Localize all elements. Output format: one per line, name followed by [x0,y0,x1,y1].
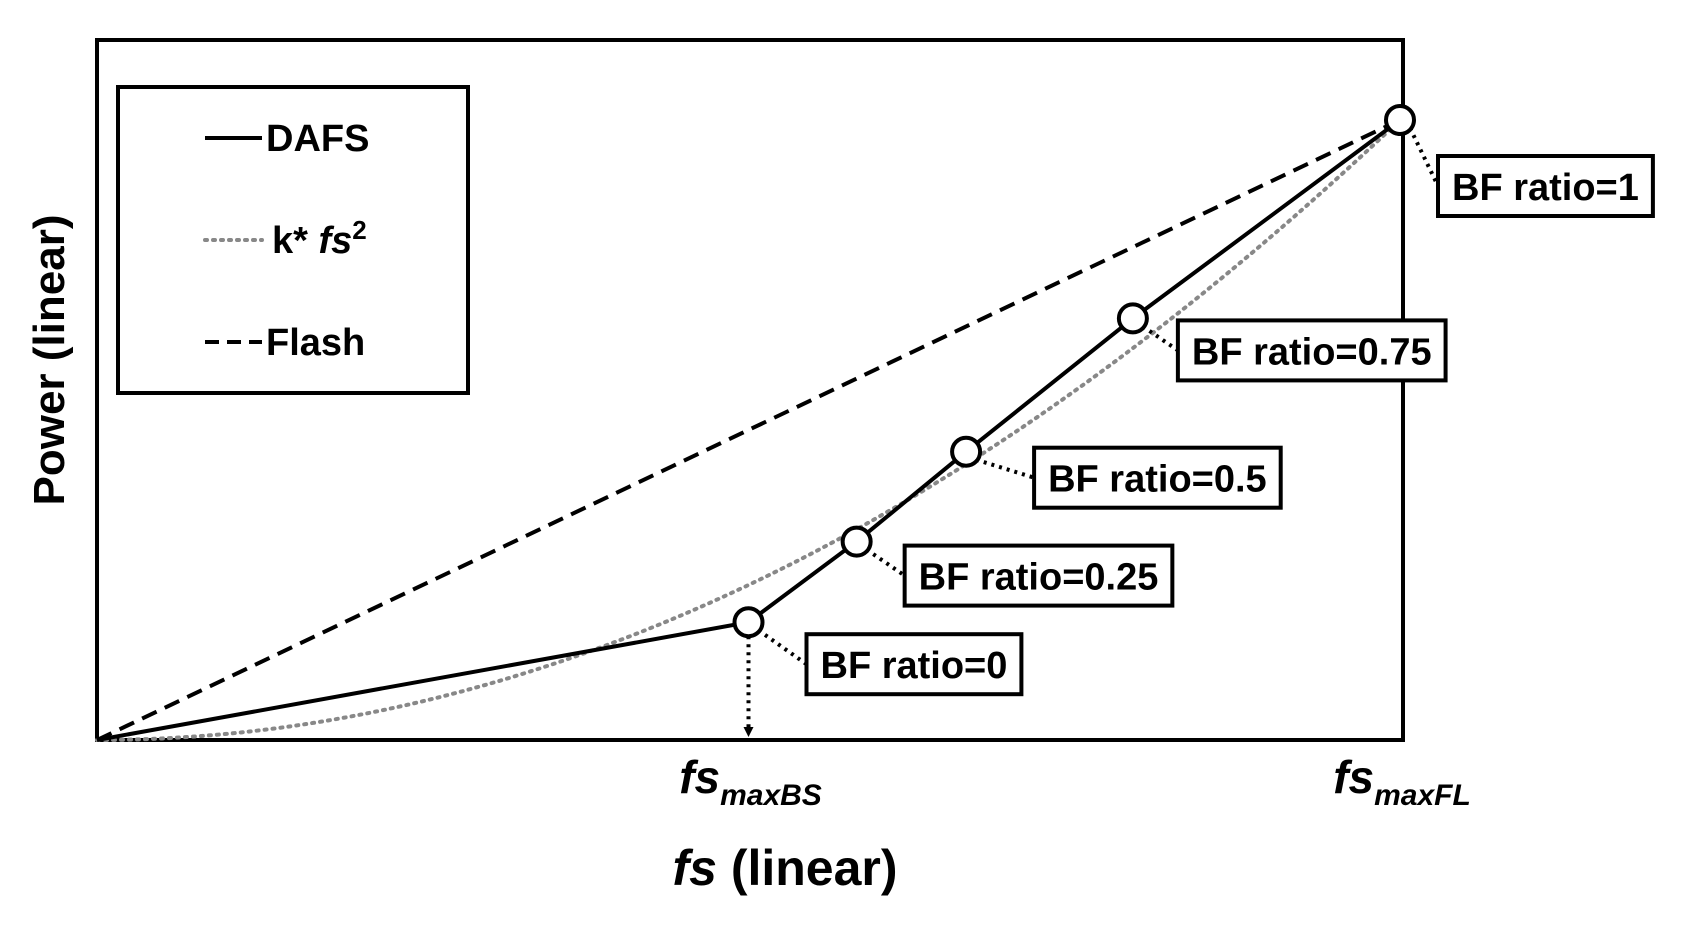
data-marker [840,525,873,558]
x-tick-label-maxfl: fsmaxFL [1333,751,1471,812]
annotation-label: BF ratio=1 [1452,167,1639,209]
legend-label-kfs2-prefix: k* [272,220,318,262]
annotation-box [1175,318,1448,383]
series-line-k-fs2 [95,118,1402,742]
marker-layer [732,104,1416,639]
annotation-bf-ratio-0-25: BF ratio=0.25 [902,543,1175,608]
x-tick-sub: maxFL [1374,779,1471,812]
data-marker [1384,104,1416,136]
annotation-bf-ratio-0-5: BF ratio=0.5 [1032,445,1283,510]
legend-frame [116,85,470,395]
annotation-box [1436,154,1655,218]
x-tick-label-maxbs: fsmaxBS [679,751,822,812]
annotation-bf-ratio-1: BF ratio=1 [1436,154,1655,218]
annotation-box [902,543,1175,608]
annotation-box [1032,445,1283,510]
annotation-leader [865,547,906,578]
legend-label-kfs2-sup: 2 [352,215,366,245]
annotation-leader [975,457,1035,480]
annotation-bf-ratio-0-75: BF ratio=0.75 [1175,318,1448,383]
x-axis-label-rest: (linear) [717,840,898,896]
x-tick-main: fs [1333,751,1374,803]
annotation-box [804,632,1024,697]
series-layer [95,118,1402,742]
legend-label-kfs2: k* fs2 [272,215,367,262]
annotation-leader [757,628,808,666]
data-marker [732,606,765,639]
annotation-label: BF ratio=0.25 [919,557,1159,599]
x-axis-label-italic: fs [672,840,716,896]
annotation-label: BF ratio=0.75 [1192,331,1432,373]
data-marker [1116,302,1149,335]
x-axis-label: fs (linear) [672,840,897,896]
x-tick-main: fs [679,751,720,803]
x-tick-sub: maxBS [720,779,822,812]
annotation-leader [1408,127,1440,187]
annotation-label: BF ratio=0.5 [1048,459,1267,501]
annotation-leaders [757,127,1440,666]
legend: DAFS k* fs2 Flash [116,85,470,395]
series-line-flash [96,118,1401,742]
plot-area-frame [95,38,1405,742]
y-axis-label: Power (linear) [25,215,74,506]
annotation-bf-ratio-0: BF ratio=0 [804,632,1024,697]
annotation-layer: BF ratio=0 BF ratio=0.25 BF ratio=0.5 BF ra… [804,154,1655,697]
legend-label-kfs2-italic: fs [318,220,352,262]
legend-label-flash: Flash [266,322,365,364]
data-marker [950,435,983,468]
legend-label-dafs: DAFS [266,118,369,160]
series-line-dafs [96,118,1402,742]
annotation-label: BF ratio=0 [821,645,1008,687]
